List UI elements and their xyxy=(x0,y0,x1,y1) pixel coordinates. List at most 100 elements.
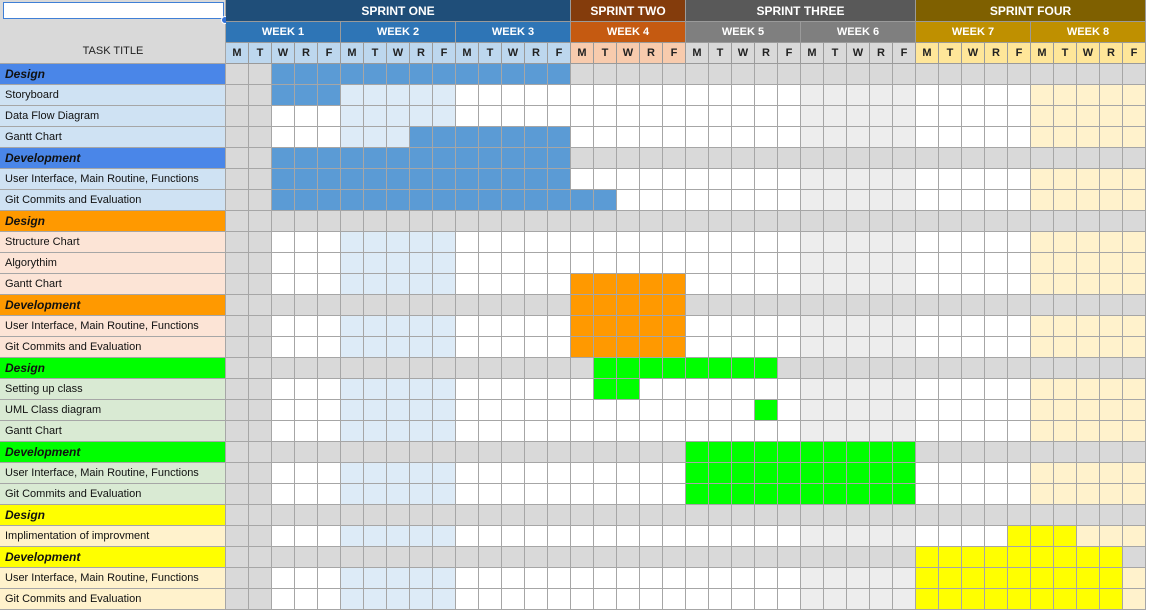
timeline-cell[interactable] xyxy=(617,589,640,610)
timeline-cell[interactable] xyxy=(387,232,410,253)
day-header[interactable]: M xyxy=(686,43,709,64)
timeline-cell[interactable] xyxy=(456,253,479,274)
timeline-cell[interactable] xyxy=(410,484,433,505)
timeline-cell[interactable] xyxy=(1031,505,1054,526)
timeline-cell[interactable] xyxy=(732,148,755,169)
timeline-cell[interactable] xyxy=(755,232,778,253)
timeline-cell[interactable] xyxy=(548,127,571,148)
timeline-cell[interactable] xyxy=(594,589,617,610)
timeline-cell[interactable] xyxy=(916,463,939,484)
timeline-cell[interactable] xyxy=(732,211,755,232)
timeline-cell[interactable] xyxy=(272,232,295,253)
timeline-cell[interactable] xyxy=(663,211,686,232)
timeline-cell[interactable] xyxy=(663,127,686,148)
timeline-cell[interactable] xyxy=(479,547,502,568)
timeline-cell[interactable] xyxy=(364,337,387,358)
timeline-cell[interactable] xyxy=(985,568,1008,589)
timeline-cell[interactable] xyxy=(525,358,548,379)
timeline-cell[interactable] xyxy=(663,463,686,484)
timeline-cell[interactable] xyxy=(1031,148,1054,169)
timeline-cell[interactable] xyxy=(1123,106,1146,127)
task-label[interactable]: User Interface, Main Routine, Functions xyxy=(0,169,226,190)
timeline-cell[interactable] xyxy=(548,568,571,589)
timeline-cell[interactable] xyxy=(1054,589,1077,610)
timeline-cell[interactable] xyxy=(594,211,617,232)
timeline-cell[interactable] xyxy=(387,400,410,421)
timeline-cell[interactable] xyxy=(686,547,709,568)
timeline-cell[interactable] xyxy=(456,85,479,106)
timeline-cell[interactable] xyxy=(709,127,732,148)
timeline-cell[interactable] xyxy=(962,295,985,316)
timeline-cell[interactable] xyxy=(985,589,1008,610)
timeline-cell[interactable] xyxy=(364,64,387,85)
timeline-cell[interactable] xyxy=(272,568,295,589)
timeline-cell[interactable] xyxy=(548,169,571,190)
timeline-cell[interactable] xyxy=(778,358,801,379)
timeline-cell[interactable] xyxy=(824,253,847,274)
timeline-cell[interactable] xyxy=(962,547,985,568)
timeline-cell[interactable] xyxy=(709,442,732,463)
timeline-cell[interactable] xyxy=(502,127,525,148)
timeline-cell[interactable] xyxy=(985,253,1008,274)
timeline-cell[interactable] xyxy=(893,442,916,463)
timeline-cell[interactable] xyxy=(479,232,502,253)
timeline-cell[interactable] xyxy=(1054,337,1077,358)
timeline-cell[interactable] xyxy=(755,589,778,610)
timeline-cell[interactable] xyxy=(1077,358,1100,379)
timeline-cell[interactable] xyxy=(1008,547,1031,568)
timeline-cell[interactable] xyxy=(755,106,778,127)
timeline-cell[interactable] xyxy=(341,379,364,400)
timeline-cell[interactable] xyxy=(433,379,456,400)
timeline-cell[interactable] xyxy=(502,316,525,337)
timeline-cell[interactable] xyxy=(249,526,272,547)
timeline-cell[interactable] xyxy=(617,358,640,379)
timeline-cell[interactable] xyxy=(709,190,732,211)
week-header[interactable]: WEEK 4 xyxy=(571,22,686,43)
timeline-cell[interactable] xyxy=(617,127,640,148)
timeline-cell[interactable] xyxy=(249,547,272,568)
timeline-cell[interactable] xyxy=(939,190,962,211)
timeline-cell[interactable] xyxy=(1100,358,1123,379)
timeline-cell[interactable] xyxy=(1031,547,1054,568)
timeline-cell[interactable] xyxy=(318,421,341,442)
timeline-cell[interactable] xyxy=(824,463,847,484)
timeline-cell[interactable] xyxy=(1100,211,1123,232)
timeline-cell[interactable] xyxy=(548,442,571,463)
timeline-cell[interactable] xyxy=(594,64,617,85)
timeline-cell[interactable] xyxy=(801,253,824,274)
timeline-cell[interactable] xyxy=(364,442,387,463)
task-label[interactable]: User Interface, Main Routine, Functions xyxy=(0,463,226,484)
timeline-cell[interactable] xyxy=(755,295,778,316)
timeline-cell[interactable] xyxy=(709,463,732,484)
timeline-cell[interactable] xyxy=(801,337,824,358)
timeline-cell[interactable] xyxy=(640,568,663,589)
timeline-cell[interactable] xyxy=(663,442,686,463)
timeline-cell[interactable] xyxy=(387,148,410,169)
timeline-cell[interactable] xyxy=(755,379,778,400)
timeline-cell[interactable] xyxy=(341,421,364,442)
timeline-cell[interactable] xyxy=(548,547,571,568)
day-header[interactable]: R xyxy=(295,43,318,64)
timeline-cell[interactable] xyxy=(387,106,410,127)
day-header[interactable]: F xyxy=(1123,43,1146,64)
timeline-cell[interactable] xyxy=(962,463,985,484)
timeline-cell[interactable] xyxy=(456,295,479,316)
timeline-cell[interactable] xyxy=(249,505,272,526)
timeline-cell[interactable] xyxy=(272,148,295,169)
timeline-cell[interactable] xyxy=(410,337,433,358)
timeline-cell[interactable] xyxy=(732,526,755,547)
timeline-cell[interactable] xyxy=(410,295,433,316)
timeline-cell[interactable] xyxy=(525,169,548,190)
timeline-cell[interactable] xyxy=(663,568,686,589)
timeline-cell[interactable] xyxy=(479,64,502,85)
timeline-cell[interactable] xyxy=(870,253,893,274)
timeline-cell[interactable] xyxy=(456,526,479,547)
timeline-cell[interactable] xyxy=(1031,568,1054,589)
day-header[interactable]: F xyxy=(548,43,571,64)
timeline-cell[interactable] xyxy=(1054,232,1077,253)
timeline-cell[interactable] xyxy=(824,232,847,253)
timeline-cell[interactable] xyxy=(985,421,1008,442)
task-label[interactable]: Implimentation of improvment xyxy=(0,526,226,547)
timeline-cell[interactable] xyxy=(1100,442,1123,463)
timeline-cell[interactable] xyxy=(640,400,663,421)
